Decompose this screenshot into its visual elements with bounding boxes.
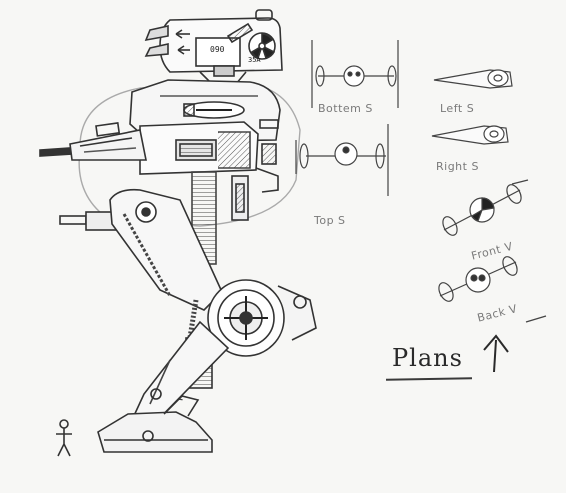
top-s-view [295, 124, 389, 196]
top-missile-pod [144, 9, 283, 85]
up-arrow [483, 334, 509, 373]
label-top-s: Top S [314, 214, 346, 227]
back-v-view [438, 256, 518, 302]
pencil-mark [525, 315, 547, 323]
mech-leg [56, 188, 317, 457]
label-left-s: Left S [440, 102, 475, 115]
panel-sub-text: 35A [248, 56, 261, 64]
label-right-s: Right S [436, 160, 479, 173]
panel-code-text: 090 [210, 45, 225, 54]
right-s-view [431, 125, 509, 145]
bottom-s-view [311, 40, 399, 108]
label-bottom-s: Bottem S [318, 102, 373, 115]
mech-body [39, 79, 301, 265]
plans-title: Plans [392, 344, 463, 372]
front-v-view [442, 179, 529, 236]
left-s-view [433, 69, 513, 89]
